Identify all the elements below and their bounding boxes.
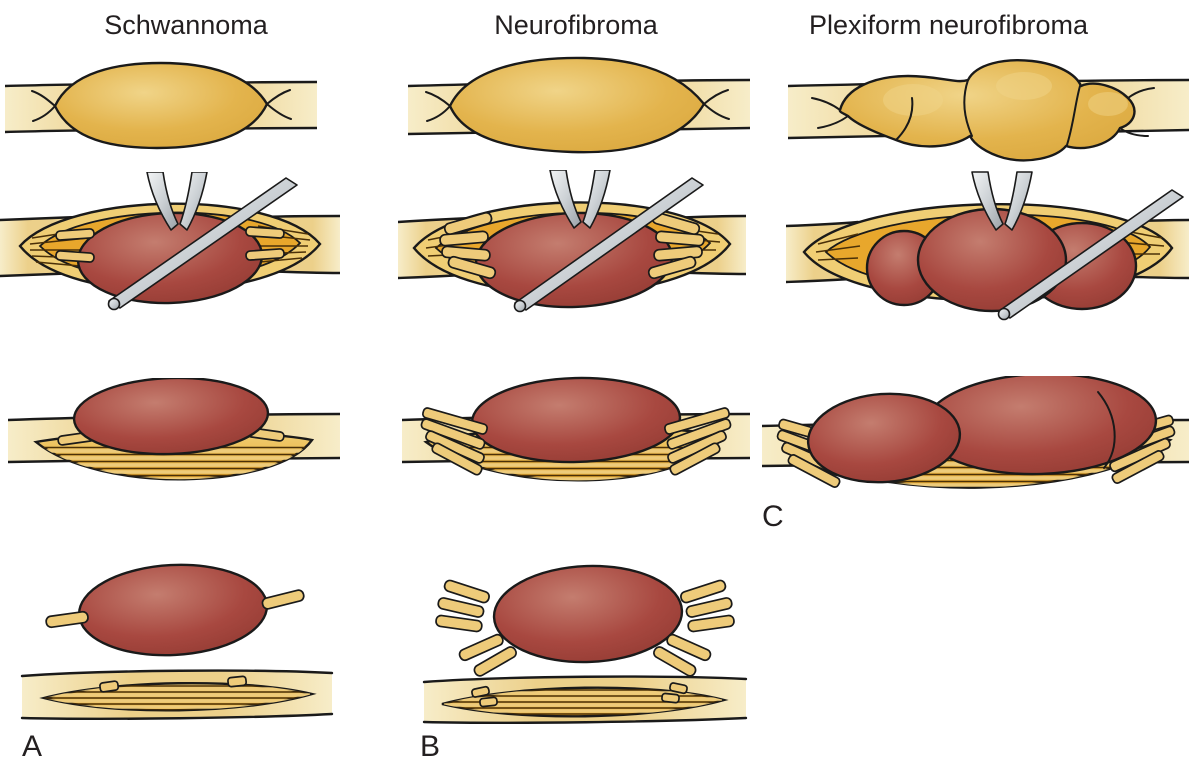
cut-fascicle-stump (261, 589, 305, 610)
forceps (971, 171, 1033, 231)
nerve-stub-left (0, 217, 80, 276)
fascicle-bundles-right (647, 211, 705, 280)
neurofibroma-tumor-exposed-panel (398, 170, 746, 313)
nerve-stub-left (398, 218, 478, 278)
cut-fascicle-stump (45, 610, 89, 629)
schwannoma-tumor-delivered-panel (8, 378, 340, 481)
cut-stump-in-bed (99, 680, 120, 693)
column-title-plexiform-neurofibroma: Plexiform neurofibroma (808, 10, 1089, 40)
fascicle-bundles-left (439, 211, 497, 280)
fascicle-bundles-right (663, 407, 732, 476)
neurofibroma-tumor-delivered-panel (402, 376, 750, 482)
nerve-outline (20, 669, 334, 720)
schwannoma-intact-nerve-panel (5, 61, 317, 150)
panel-label-c: C (762, 500, 784, 533)
multinodular-swelling (838, 59, 1136, 162)
forceps (549, 170, 611, 229)
junction-notches (31, 89, 292, 122)
junction-notches (425, 89, 730, 122)
column-title-neurofibroma: Neurofibroma (494, 10, 658, 40)
cut-stump-in-bed (227, 675, 248, 688)
schwannoma-tumor-excised-panel (20, 563, 334, 720)
lobule-highlight (1088, 92, 1128, 116)
lobule-highlight (996, 72, 1052, 100)
dissector (107, 177, 298, 311)
nerve-stub-right (664, 216, 746, 274)
excised-tumor (77, 563, 269, 657)
neurofibroma-tumor-excised-panel (422, 564, 748, 724)
fusiform-swelling (53, 61, 269, 150)
nerve-stub-outlines (0, 214, 340, 278)
fusiform-swelling (448, 56, 706, 154)
fascicle-bundle (55, 250, 95, 263)
fascicle-striations (442, 689, 724, 715)
nerve-stub-right (262, 216, 340, 273)
tumor (72, 378, 270, 456)
fascicle-striations (44, 685, 312, 711)
nerve-stub-outlines (398, 214, 746, 280)
dissector (513, 177, 704, 313)
nerve-stub-outlines (786, 218, 1189, 284)
fascicle-bundle (55, 228, 95, 241)
fascicle-striations (815, 229, 1165, 261)
junction-notches (811, 87, 1155, 137)
cut-stumps-in-bed (471, 682, 688, 708)
panel-label-b: B (420, 730, 441, 763)
nerve-stub-left (786, 222, 866, 282)
nerve-outline (422, 675, 748, 724)
lobule-creases (895, 79, 1081, 146)
fascicle-bundles-left (420, 407, 489, 476)
fascicle-bundle (245, 248, 285, 261)
plexiform-tumor-delivered-panel (762, 376, 1189, 489)
schwannoma-tumor-exposed-panel (0, 172, 340, 311)
excised-tumor (492, 564, 684, 664)
dissector (997, 189, 1184, 321)
panel-label-a: A (22, 730, 43, 763)
nerve-stub-right (1106, 220, 1189, 278)
forceps (146, 172, 208, 231)
multilobulated-tumor (806, 376, 1158, 484)
plexiform-tumor-exposed-panel (786, 171, 1189, 321)
plexiform-intact-nerve-panel (788, 59, 1189, 162)
neurofibroma-intact-nerve-panel (408, 56, 750, 154)
cut-fascicle-stumps-left (435, 579, 517, 677)
fascicle-bundle (245, 226, 285, 239)
column-title-schwannoma: Schwannoma (104, 10, 268, 40)
cut-fascicle-stumps-right (653, 579, 735, 677)
